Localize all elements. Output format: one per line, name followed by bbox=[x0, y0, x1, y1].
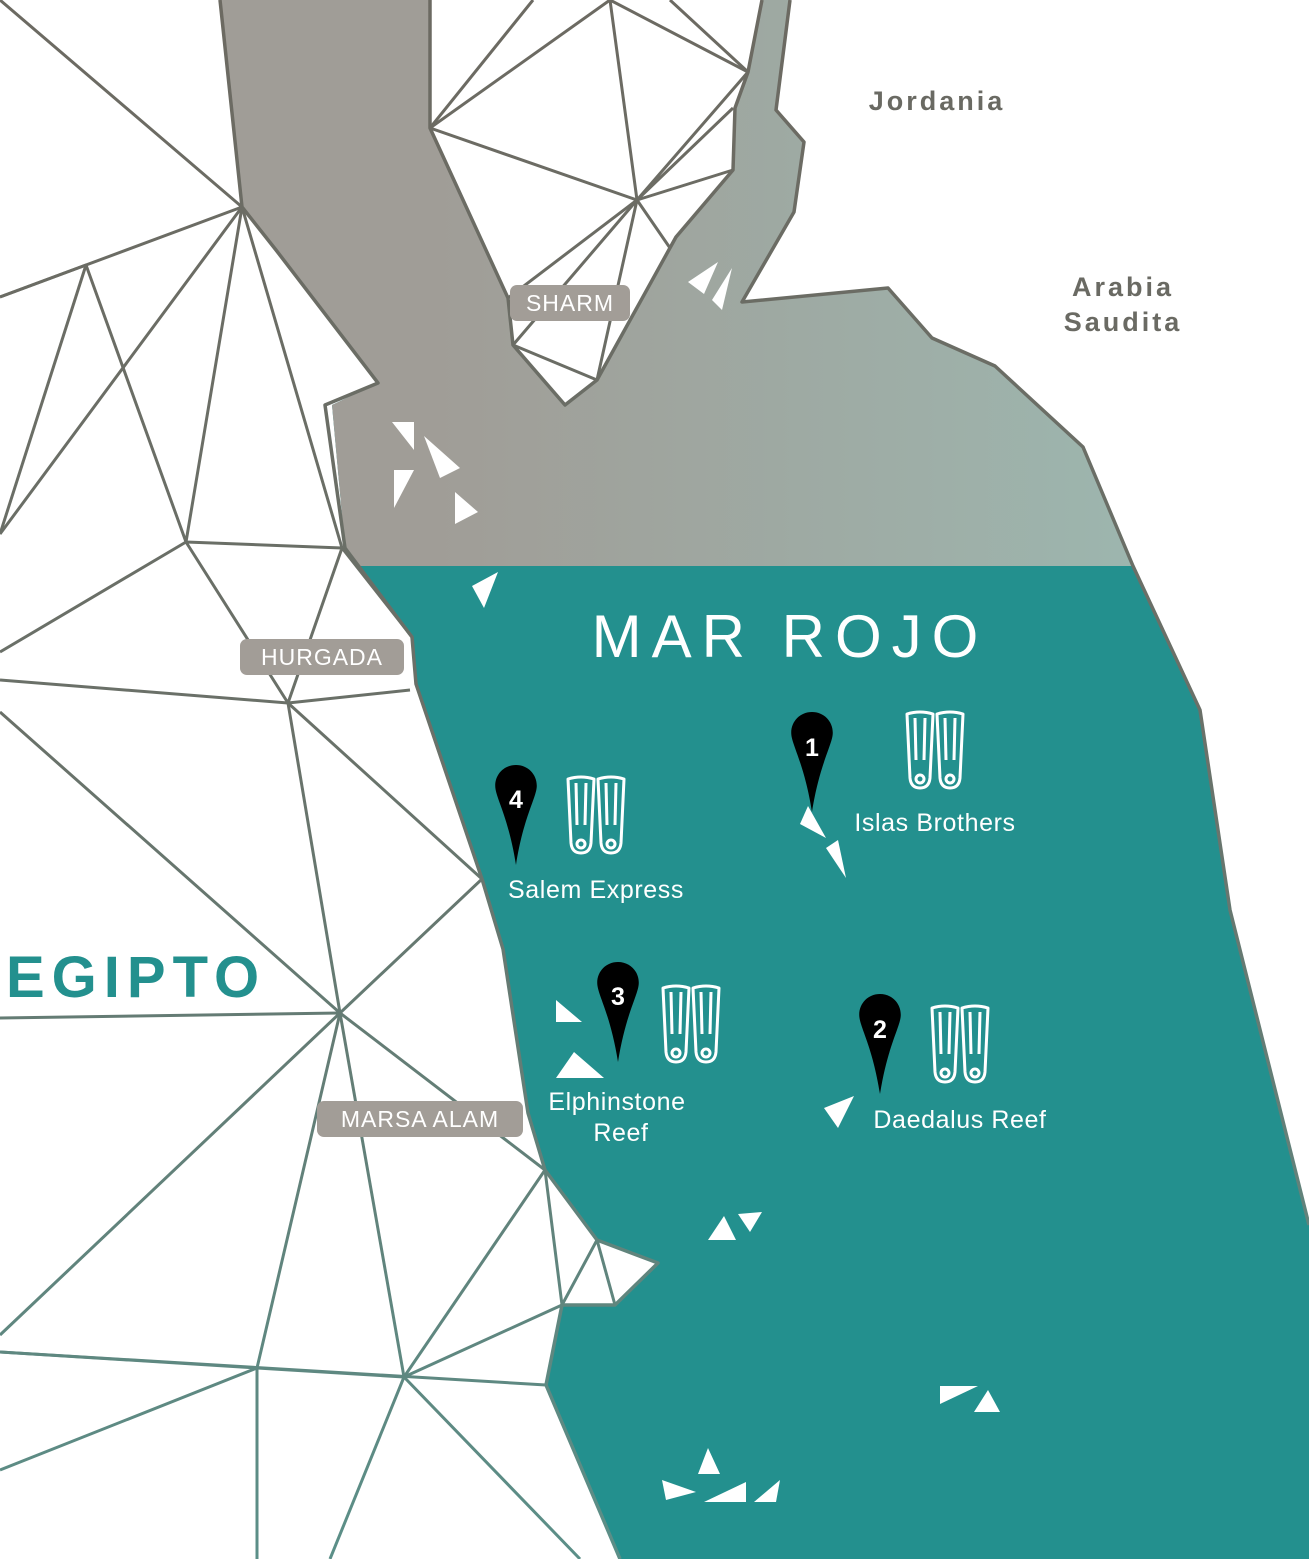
land-triangle-mesh bbox=[0, 0, 750, 1559]
city-label-marsa-alam: MARSA ALAM bbox=[317, 1101, 523, 1137]
dive-site-number: 4 bbox=[509, 786, 523, 814]
dive-site-2[interactable]: 2 Daedalus Reef bbox=[859, 994, 1046, 1134]
dive-site-label: Salem Express bbox=[508, 876, 684, 904]
dive-site-label-line1: Elphinstone bbox=[548, 1088, 685, 1116]
coastline bbox=[218, 0, 1309, 1559]
country-label-saudi-line2: Saudita bbox=[1064, 307, 1183, 337]
dive-site-number: 3 bbox=[611, 983, 625, 1011]
country-label-jordan: Jordania bbox=[869, 86, 1006, 116]
dive-site-number: 1 bbox=[805, 734, 819, 762]
dive-site-4[interactable]: 4 Salem Express bbox=[495, 765, 684, 904]
dive-site-label-line2: Reef bbox=[593, 1119, 648, 1147]
dive-site-1[interactable]: 1 Islas Brothers bbox=[791, 710, 1015, 837]
city-label-sharm-text: SHARM bbox=[526, 290, 614, 316]
dive-site-3[interactable]: 3 Elphinstone Reef bbox=[548, 962, 721, 1147]
sea-title: MAR ROJO bbox=[592, 603, 989, 670]
country-label-saudi-line1: Arabia bbox=[1072, 272, 1174, 302]
city-label-hurgada: HURGADA bbox=[240, 639, 404, 675]
city-label-hurgada-text: HURGADA bbox=[261, 644, 383, 670]
country-title-egypt: EGIPTO bbox=[6, 945, 266, 1010]
city-label-marsa-alam-text: MARSA ALAM bbox=[341, 1106, 499, 1132]
water-body bbox=[220, 0, 1309, 1559]
dive-site-label: Daedalus Reef bbox=[873, 1106, 1046, 1134]
dive-site-label: Islas Brothers bbox=[854, 809, 1015, 837]
dive-site-number: 2 bbox=[873, 1016, 887, 1044]
reef-triangles bbox=[392, 262, 1000, 1502]
city-label-sharm: SHARM bbox=[510, 285, 630, 321]
